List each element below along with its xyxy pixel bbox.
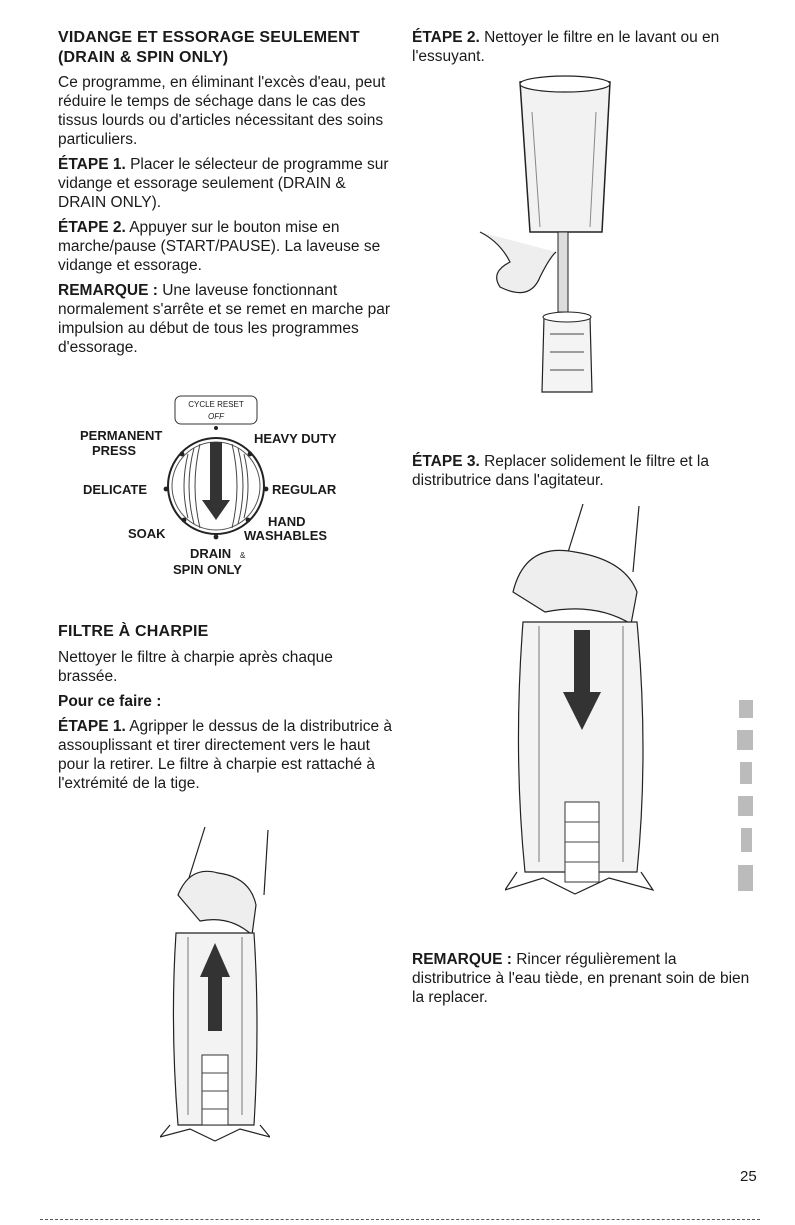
dial-delicate-label: DELICATE bbox=[83, 482, 147, 497]
drain-spin-title: VIDANGE ET ESSORAGE SEULEMENT bbox=[58, 29, 360, 46]
dial-washables-label: WASHABLES bbox=[244, 528, 327, 543]
right-column: ÉTAPE 2. Nettoyer le filtre en le lavant… bbox=[412, 28, 757, 66]
filter-step-1: ÉTAPE 1. Agripper le dessus de la distri… bbox=[58, 717, 393, 793]
step-label: ÉTAPE 1. bbox=[58, 717, 126, 735]
step-label: ÉTAPE 2. bbox=[412, 29, 480, 46]
scan-artifact-mark bbox=[737, 700, 753, 891]
clean-step-2: ÉTAPE 2. Nettoyer le filtre en le lavant… bbox=[412, 28, 757, 66]
step-label: ÉTAPE 3. bbox=[412, 453, 480, 470]
dial-soak-label: SOAK bbox=[128, 526, 166, 541]
lint-filter-title: FILTRE À CHARPIE bbox=[58, 623, 209, 640]
step-label: ÉTAPE 2. bbox=[58, 219, 126, 236]
drain-spin-subtitle: (DRAIN & SPIN ONLY) bbox=[58, 48, 229, 66]
dial-heavy-duty-label: HEAVY DUTY bbox=[254, 431, 337, 446]
rinse-note: REMARQUE : Rincer régulièrement la distr… bbox=[412, 950, 757, 1007]
drain-step-1: ÉTAPE 1. Placer le sélecteur de programm… bbox=[58, 155, 393, 212]
page-number: 25 bbox=[740, 1168, 757, 1185]
cycle-dial-illustration: CYCLE RESET OFF PERMANENT PRESS HEAVY D bbox=[80, 395, 337, 577]
replace-step-3: ÉTAPE 3. Replacer solidement le filtre e… bbox=[412, 452, 757, 490]
bottom-edge-rule bbox=[40, 1219, 760, 1220]
howto-heading: Pour ce faire : bbox=[58, 692, 162, 710]
cycle-dial-figure: CYCLE RESET OFF PERMANENT PRESS HEAVY D bbox=[80, 382, 360, 592]
step-text: Appuyer sur le bouton mise en marche/pau… bbox=[58, 219, 381, 274]
left-column: VIDANGE ET ESSORAGE SEULEMENT (DRAIN & S… bbox=[58, 28, 393, 357]
lint-filter-section: FILTRE À CHARPIE Nettoyer le filtre à ch… bbox=[58, 622, 393, 793]
drain-step-2: ÉTAPE 2. Appuyer sur le bouton mise en m… bbox=[58, 218, 393, 275]
step-text: Placer le sélecteur de programme sur vid… bbox=[58, 156, 389, 211]
drain-spin-intro: Ce programme, en éliminant l'excès d'eau… bbox=[58, 74, 386, 148]
clean-filter-figure bbox=[470, 72, 640, 402]
dial-hand-label: HAND bbox=[268, 514, 306, 529]
note-text: Une laveuse fonctionnant normalement s'a… bbox=[58, 282, 391, 356]
dial-press-label: PRESS bbox=[92, 443, 136, 458]
step-text: Nettoyer le filtre en le lavant ou en l'… bbox=[412, 29, 720, 65]
clean-filter-illustration bbox=[479, 75, 611, 393]
note-label: REMARQUE : bbox=[58, 282, 158, 299]
step-label: ÉTAPE 1. bbox=[58, 156, 126, 173]
dial-off-label: OFF bbox=[208, 412, 225, 421]
dial-cycle-reset-label: CYCLE RESET bbox=[188, 400, 244, 409]
step-text: Replacer solidement le filtre et la dist… bbox=[412, 453, 709, 489]
dial-spin-only-label: SPIN ONLY bbox=[173, 562, 242, 577]
drain-note: REMARQUE : Une laveuse fonctionnant norm… bbox=[58, 281, 393, 357]
note-text: Rincer régulièrement la distributrice à … bbox=[412, 951, 750, 1006]
replace-dispenser-illustration bbox=[505, 503, 655, 895]
dial-permanent-label: PERMANENT bbox=[80, 428, 162, 443]
replace-dispenser-figure bbox=[505, 502, 665, 902]
right-note-section: REMARQUE : Rincer régulièrement la distr… bbox=[412, 950, 757, 1007]
step-3-section: ÉTAPE 3. Replacer solidement le filtre e… bbox=[412, 452, 757, 490]
step-text: Agripper le dessus de la distributrice à… bbox=[58, 717, 392, 792]
dial-regular-label: REGULAR bbox=[272, 482, 337, 497]
remove-dispenser-illustration bbox=[160, 826, 270, 1142]
note-label: REMARQUE : bbox=[412, 951, 512, 968]
lint-filter-intro: Nettoyer le filtre à charpie après chaqu… bbox=[58, 648, 333, 685]
remove-dispenser-figure bbox=[160, 825, 270, 1145]
dial-ampersand-label: & bbox=[240, 551, 246, 560]
dial-drain-label: DRAIN bbox=[190, 546, 231, 561]
